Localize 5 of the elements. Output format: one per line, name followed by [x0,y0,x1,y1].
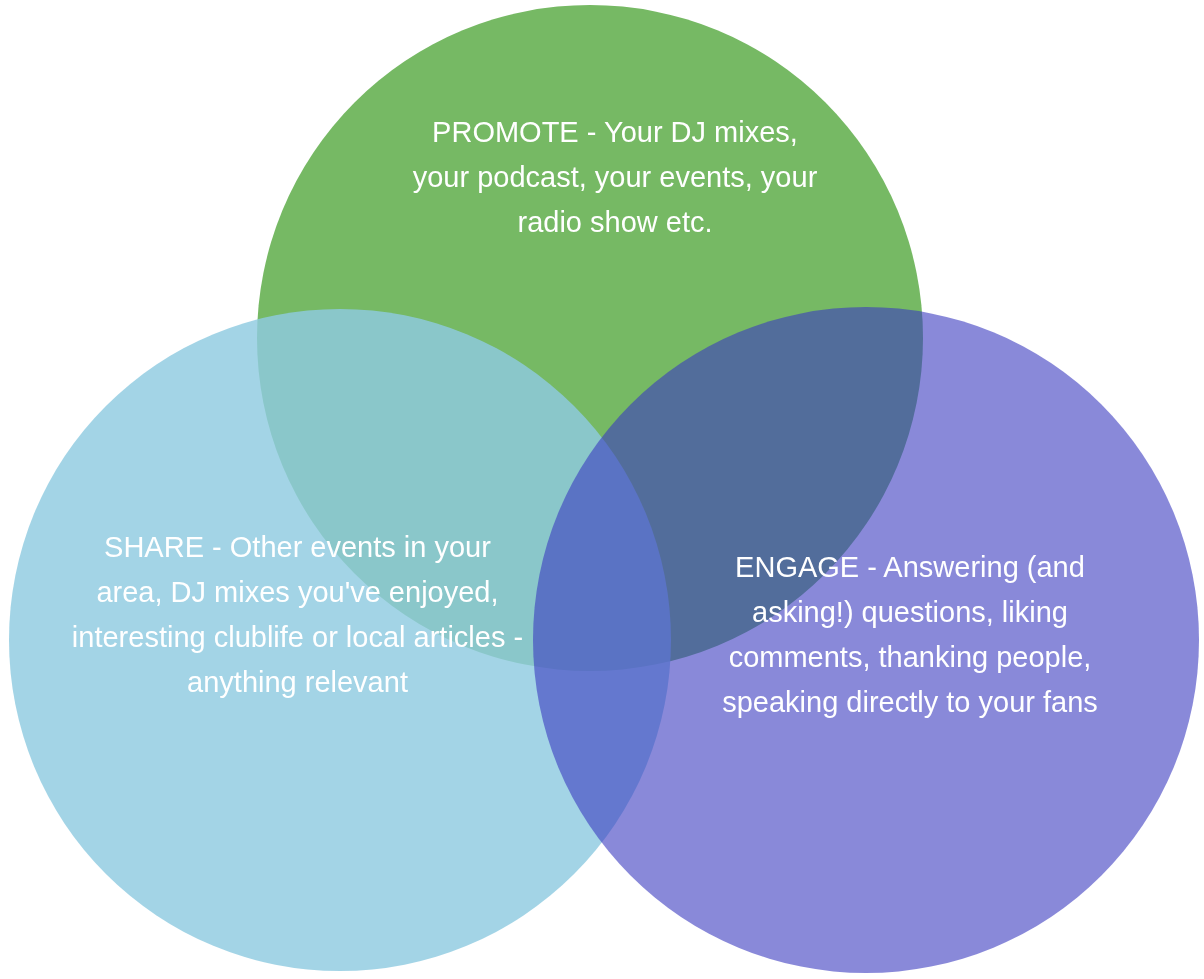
venn-circle [533,307,1199,973]
circle-label: PROMOTE - Your DJ mixes, your podcast, your events, your radio show etc. [411,115,819,240]
circle-label: ENGAGE - Answering (and asking!) questions, liking comments, thanking people, speaking directly to your fans [721,550,1099,720]
circle-label: SHARE - Other events in your area, DJ mixes you've enjoyed, interesting clublife or local articles - anything relevant [70,530,525,700]
venn-circle [9,309,671,971]
